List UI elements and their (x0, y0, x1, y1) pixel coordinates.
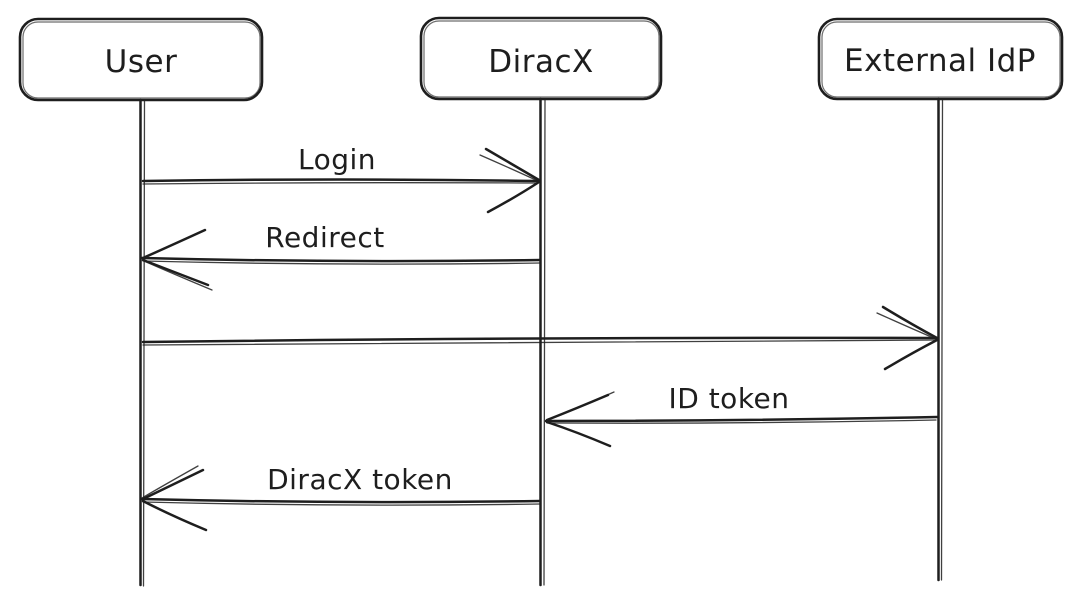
arrow-line (140, 256, 542, 263)
message-redirect: Redirect (140, 221, 542, 291)
arrowhead-sketch-stroke (547, 391, 615, 421)
actor-external-idp: External IdP (817, 17, 1064, 582)
message-id-token: ID token (544, 382, 939, 448)
lifeline (138, 98, 142, 587)
message-label: DiracX token (267, 463, 453, 496)
message-login: Login (141, 143, 541, 214)
actor-box-sketch-stroke (22, 21, 261, 99)
actor-box-sketch-stroke (423, 20, 660, 98)
arrow-line-sketch-stroke (142, 260, 541, 265)
arrowhead (141, 468, 208, 532)
arrow-line-sketch-stroke (142, 501, 541, 506)
lifeline-sketch-stroke (940, 98, 944, 581)
actor-box (817, 17, 1064, 101)
arrowhead-sketch-stroke (141, 465, 199, 499)
message-label: Login (298, 143, 376, 176)
actor-label: External IdP (844, 43, 1036, 79)
message-label: ID token (668, 382, 789, 415)
actor-label: DiracX (488, 44, 594, 80)
arrow-line-sketch-stroke (142, 182, 539, 185)
actor-label: User (105, 44, 178, 80)
actor-diracx: DiracX (419, 16, 663, 587)
arrowhead-sketch-stroke (479, 154, 539, 182)
actor-box-sketch-stroke (821, 21, 1061, 98)
actor-user: User (18, 17, 264, 587)
arrowhead-sketch-stroke (876, 312, 937, 340)
arrow-line-sketch-stroke (546, 419, 937, 424)
message-diracx-token: DiracX token (140, 463, 542, 532)
arrowhead (141, 228, 210, 287)
arrowhead (484, 147, 541, 214)
arrowhead (881, 305, 939, 371)
message-label: Redirect (265, 221, 384, 254)
arrow-line (141, 178, 541, 183)
arrow-line (140, 497, 542, 504)
arrowhead-sketch-stroke (143, 260, 213, 291)
arrow-line (544, 415, 939, 423)
arrow-line (141, 336, 939, 344)
lifeline-sketch-stroke (543, 98, 546, 586)
